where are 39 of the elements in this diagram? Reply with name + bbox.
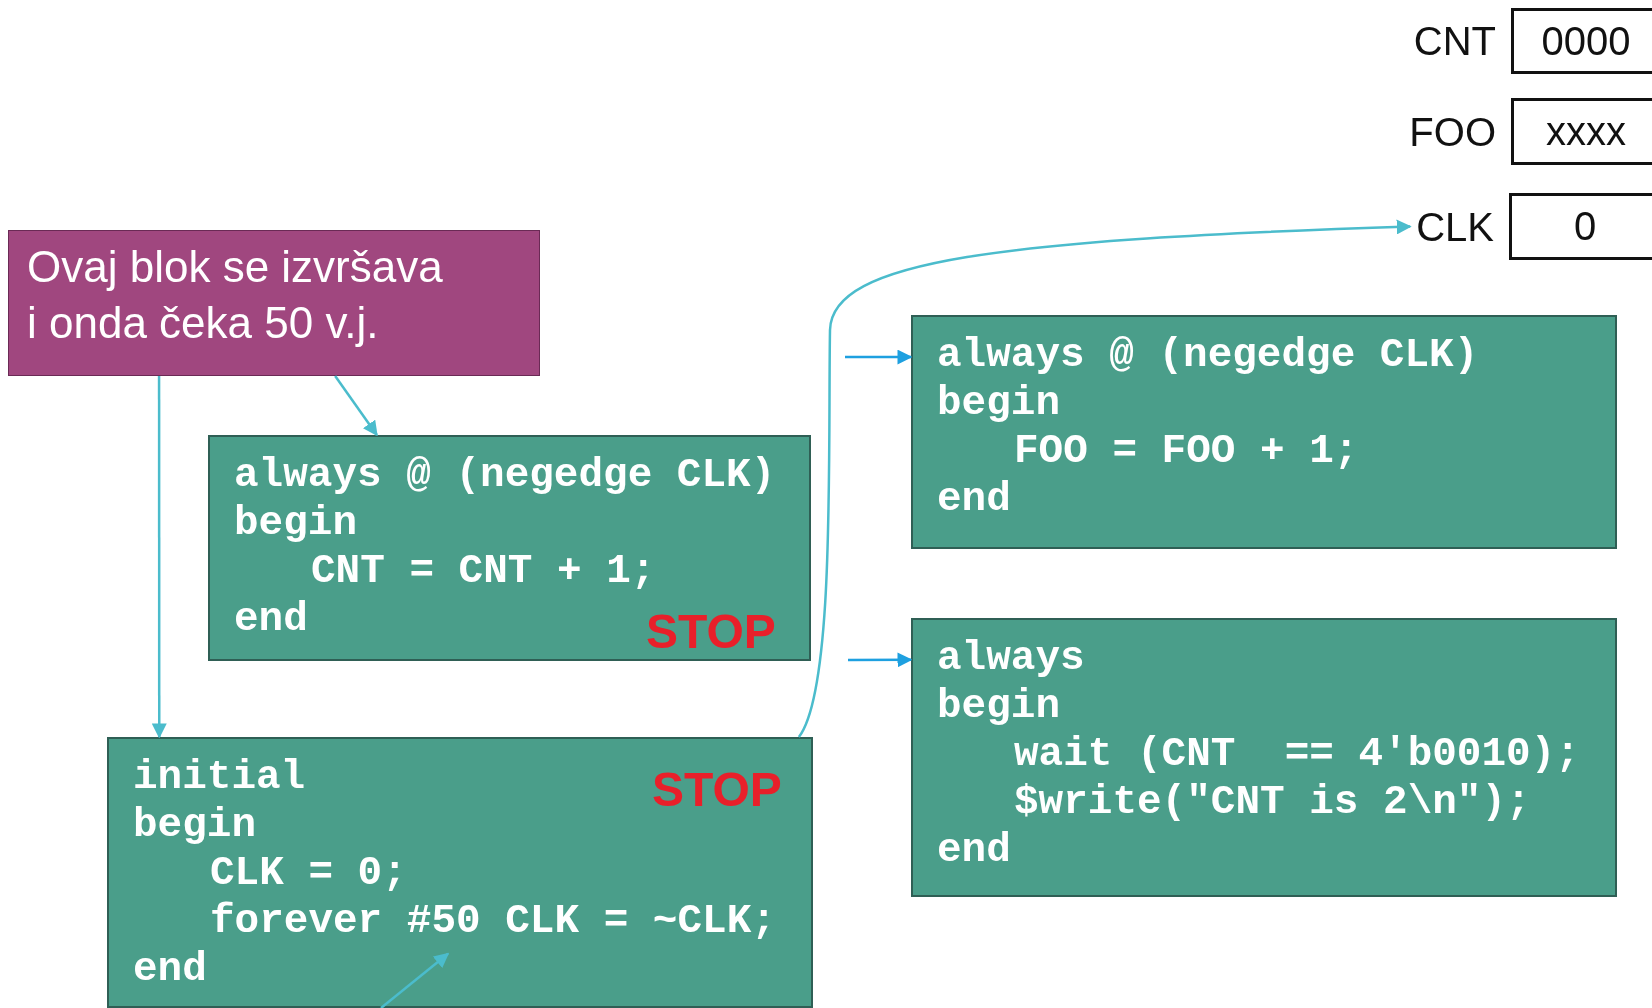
register-name: CLK	[1416, 204, 1494, 249]
code-line: begin	[133, 801, 257, 849]
code-line: forever #50 CLK = ~CLK;	[210, 897, 776, 945]
code-line: always @ (negedge CLK)	[937, 331, 1479, 379]
code-line: end	[937, 475, 1011, 523]
register-value: xxxx	[1546, 109, 1626, 154]
code-block	[107, 737, 813, 1008]
register-name: FOO	[1409, 109, 1496, 154]
callout-text: Ovaj blok se izvršava	[27, 241, 443, 293]
arrow	[848, 652, 913, 668]
code-block	[911, 618, 1617, 897]
code-line: $write("CNT is 2\n");	[1014, 778, 1531, 826]
stop-label: STOP	[652, 765, 782, 815]
code-line: begin	[937, 379, 1061, 427]
code-line: initial	[133, 753, 306, 801]
code-line: always @ (negedge CLK)	[234, 451, 776, 499]
code-line: always	[937, 634, 1085, 682]
callout-box	[8, 230, 540, 376]
code-line: end	[937, 826, 1011, 874]
register-value: 0	[1573, 204, 1597, 249]
code-line: CLK = 0;	[210, 849, 407, 897]
code-line: end	[234, 595, 308, 643]
arrow	[797, 219, 1412, 738]
stop-label: STOP	[646, 607, 776, 657]
arrow	[845, 349, 913, 365]
code-line: end	[133, 945, 207, 993]
arrow	[151, 376, 167, 739]
register-name: CNT	[1413, 18, 1496, 64]
arrow	[380, 952, 450, 1008]
code-line: FOO = FOO + 1;	[1014, 427, 1359, 475]
code-line: begin	[234, 499, 358, 547]
code-block	[911, 315, 1617, 549]
code-block	[208, 435, 811, 661]
code-line: wait (CNT == 4'b0010);	[1014, 730, 1580, 778]
arrow	[334, 375, 378, 437]
callout-text: i onda čeka 50 v.j.	[27, 297, 379, 349]
code-line: CNT = CNT + 1;	[311, 547, 656, 595]
code-line: begin	[937, 682, 1061, 730]
register-value: 0000	[1541, 18, 1631, 64]
